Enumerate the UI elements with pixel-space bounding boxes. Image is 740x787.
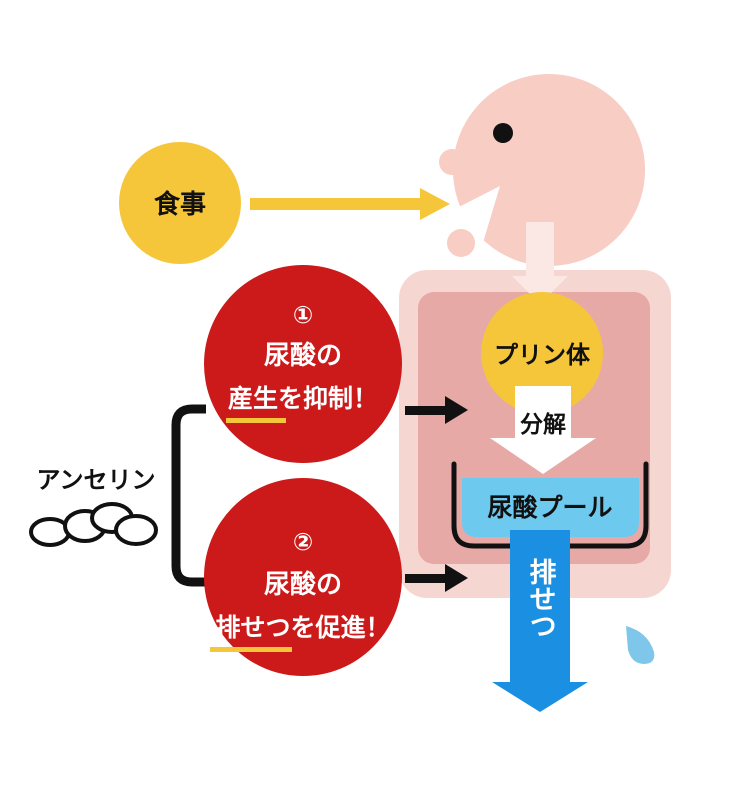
- effect-2-arrow: [405, 564, 468, 592]
- effect-1-arrow: [405, 396, 468, 424]
- meal-arrow: [250, 188, 450, 220]
- excretion-arrow: [492, 530, 588, 712]
- eye: [493, 123, 513, 143]
- uric-pool-label: 尿酸プール: [487, 493, 612, 522]
- excretion-label: 排せつ: [525, 558, 557, 639]
- swallow-arrow: [512, 222, 568, 304]
- effect-1-number: ①: [293, 301, 313, 329]
- uric-pool-fill: [462, 478, 639, 537]
- anserine-bracket: [171, 404, 206, 587]
- decompose-arrow: [490, 386, 596, 474]
- head: [439, 74, 645, 266]
- effect-1-line1: 尿酸の: [264, 341, 342, 371]
- purine-label: プリン体: [494, 341, 591, 369]
- water-droplet: [626, 626, 655, 664]
- effect-1-rest: を抑制！: [278, 384, 378, 413]
- effect-2-number: ②: [293, 528, 313, 556]
- effect-1-line2: 産生を抑制！: [228, 384, 378, 413]
- effect-1-underline: [226, 418, 286, 423]
- meal-circle: [119, 142, 241, 264]
- effect-2-underline: [210, 647, 292, 652]
- anserine-label: アンセリン: [36, 466, 155, 494]
- effect-2-line1: 尿酸の: [264, 570, 342, 600]
- effect-1-keyword: 産生: [228, 384, 278, 413]
- effect-1-circle: [204, 265, 402, 463]
- anserine-capsules-icon: [29, 502, 158, 547]
- meal-label: 食事: [154, 189, 206, 220]
- effect-2-keyword: 排せつ: [215, 613, 290, 642]
- decompose-label: 分解: [520, 411, 566, 438]
- effect-2-line2: 排せつを促進！: [215, 613, 390, 642]
- effect-2-rest: を促進！: [291, 613, 391, 642]
- purine-circle: [481, 292, 603, 414]
- effect-2-circle: [204, 478, 402, 676]
